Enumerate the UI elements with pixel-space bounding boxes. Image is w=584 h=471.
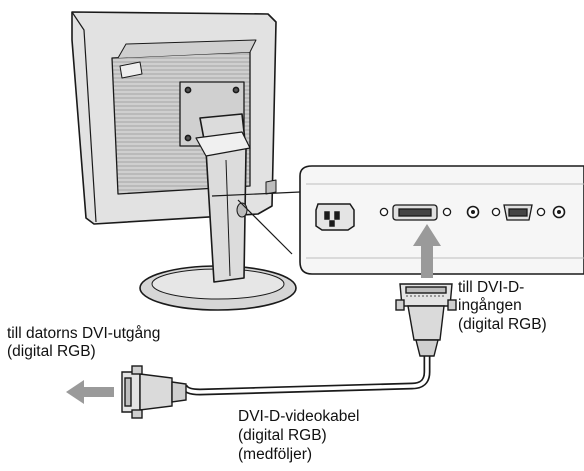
label-dvi-input-line-3: (digital RGB) [458, 316, 547, 333]
label-cable-line-1: DVI-D-videokabel [238, 408, 360, 425]
arrow-up-icon [413, 224, 441, 278]
label-dvi-input-line-2: ingången [458, 297, 522, 314]
monitor-illustration [71, 11, 297, 311]
label-cable-line-3: (medföljer) [238, 446, 313, 463]
label-computer-output-line-1: till datorns DVI-utgång [7, 325, 161, 342]
power-socket-icon [315, 203, 355, 231]
dvi-plug-icon [121, 365, 187, 419]
arrow-left-icon [66, 380, 114, 404]
connector-panel [299, 165, 584, 275]
label-cable-line-2: (digital RGB) [238, 427, 327, 444]
dvi-port-icon [379, 204, 480, 221]
dvi-plug-icon [395, 283, 457, 357]
dvi-cable [180, 356, 431, 396]
label-computer-output-line-2: (digital RGB) [7, 343, 96, 360]
label-dvi-input-line-1: till DVI-D- [458, 279, 525, 296]
zoom-lines [211, 191, 301, 255]
vga-port-icon [491, 204, 566, 221]
